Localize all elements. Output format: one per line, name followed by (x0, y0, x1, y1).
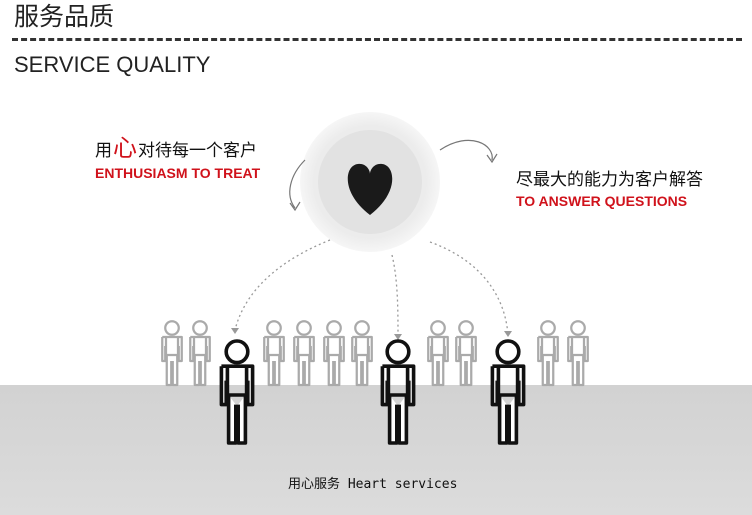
heart-character: 心 (113, 134, 137, 162)
left-callout-prefix: 用 (95, 141, 112, 161)
floor-background (0, 385, 752, 515)
right-callout-english: TO ANSWER QUESTIONS (516, 193, 688, 209)
dotted-arrow-left (234, 239, 331, 331)
right-callout-chinese: 尽最大的能力为客户解答 (516, 170, 703, 190)
arrow-left (289, 159, 306, 209)
arrow-right (439, 139, 493, 161)
caption: 用心服务 Heart services (288, 477, 458, 492)
dotted-arrow-right (429, 241, 509, 336)
left-callout-english: ENTHUSIASM TO TREAT (95, 165, 261, 181)
page-title-chinese: 服务品质 (14, 2, 115, 31)
heart-icon (347, 163, 393, 215)
dotted-arrow-center (391, 254, 399, 339)
page-title-english: SERVICE QUALITY (14, 52, 211, 77)
dashed-divider (12, 38, 742, 41)
left-callout-rest: 对待每一个客户 (138, 141, 257, 161)
